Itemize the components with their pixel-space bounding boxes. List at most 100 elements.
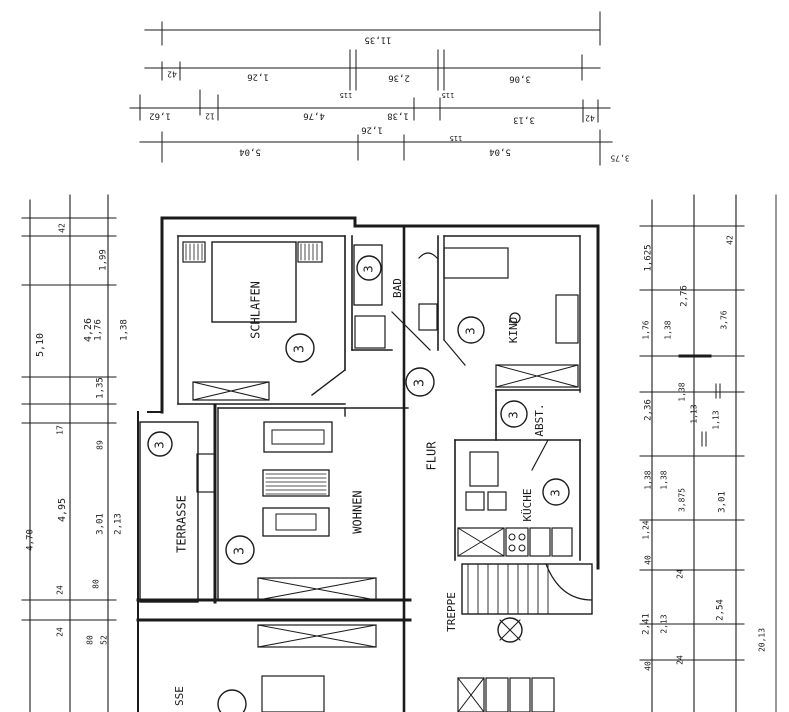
dim-label-right: 1,13 bbox=[690, 404, 699, 423]
room-marker-abst: 3 bbox=[507, 411, 521, 418]
burner bbox=[518, 533, 526, 541]
room-marker-kueche: 3 bbox=[549, 489, 563, 496]
dim-label-top: 1,62 bbox=[149, 111, 171, 121]
dim-label-top: 3,13 bbox=[513, 115, 535, 125]
room-marker-abst-circle bbox=[500, 400, 528, 428]
terrasse-frame bbox=[139, 421, 199, 603]
table-inner bbox=[275, 513, 317, 531]
dim-label-left: 4,95 bbox=[57, 498, 68, 522]
lower-sink bbox=[457, 677, 485, 712]
bathtub bbox=[353, 244, 383, 306]
sofa bbox=[262, 469, 330, 497]
room-label-wohnen: WOHNEN bbox=[351, 490, 365, 533]
dim-label-left: 17 bbox=[56, 425, 65, 435]
window-frame bbox=[257, 577, 377, 601]
sink bbox=[418, 252, 438, 259]
dim-label-top: 4,76 bbox=[303, 111, 325, 121]
dim-label-left: 1,76 bbox=[94, 319, 104, 341]
dim-label-right: 1,625 bbox=[644, 244, 654, 271]
dim-label-top: 3,06 bbox=[509, 74, 531, 84]
room-marker-kind-circle bbox=[457, 316, 485, 344]
bed-pillow-right bbox=[297, 241, 323, 263]
room-label-terrasse: TERRASSE bbox=[175, 495, 189, 553]
dim-label-right: 2,76 bbox=[680, 285, 690, 307]
room-label-kueche: KÜCHE bbox=[521, 488, 534, 521]
dim-label-right: 3,875 bbox=[678, 488, 687, 512]
dim-label-right: 20,13 bbox=[758, 628, 767, 652]
dim-label-right: 40 bbox=[644, 661, 653, 671]
room-marker-flur: 3 bbox=[413, 379, 428, 387]
window-frame bbox=[495, 364, 579, 388]
dim-label-left: 4,70 bbox=[26, 529, 36, 551]
door-swing bbox=[391, 311, 431, 351]
dim-label-right: 24 bbox=[676, 569, 685, 579]
room-label-terrasse-lower: SSE bbox=[173, 686, 186, 706]
terrasse-door bbox=[196, 453, 216, 493]
room-marker-wohnen-circle bbox=[225, 535, 255, 565]
dim-label-top: 42 bbox=[585, 114, 595, 123]
dim-label-right: 2,54 bbox=[716, 599, 726, 621]
window-frame bbox=[192, 381, 270, 401]
kid-desk bbox=[555, 294, 579, 344]
room-label-kind: KIND bbox=[507, 317, 520, 344]
door-swing bbox=[443, 339, 466, 366]
kitchen-box bbox=[465, 491, 485, 511]
dim-label-top: 2,36 bbox=[388, 73, 410, 83]
window-cross bbox=[257, 577, 377, 601]
dim-label-left: 80 bbox=[86, 635, 95, 645]
room-marker-kind: 3 bbox=[464, 327, 478, 334]
dim-label-left: 2,13 bbox=[114, 513, 124, 535]
dim-label-top: 1,26 bbox=[247, 72, 269, 82]
dim-label-right: 2,13 bbox=[660, 614, 669, 633]
room-label-bad: BAD bbox=[391, 278, 404, 298]
room-marker-schlafen-circle bbox=[285, 333, 315, 363]
dim-label-right: 2,36 bbox=[644, 399, 654, 421]
dim-label-top: 5,04 bbox=[239, 147, 261, 157]
room-marker-kueche-circle bbox=[542, 478, 570, 506]
dim-label-left: 24 bbox=[56, 627, 65, 637]
dim-label-left: 3,01 bbox=[96, 513, 106, 535]
dim-label-top: 115 bbox=[340, 91, 353, 99]
counter bbox=[551, 527, 573, 557]
dim-label-right: 1,38 bbox=[664, 320, 673, 339]
dim-label-top: 11,35 bbox=[364, 35, 391, 45]
dim-label-right: 42 bbox=[726, 235, 735, 245]
dim-label-top: 3,75 bbox=[610, 154, 629, 163]
room-label-flur: FLUR bbox=[425, 441, 439, 471]
dim-label-top: 42 bbox=[167, 70, 177, 79]
door-swing bbox=[311, 369, 346, 396]
window-cross bbox=[257, 624, 377, 648]
lower-fridge bbox=[509, 677, 531, 712]
kitchen-sink bbox=[457, 527, 505, 557]
dim-label-left: 89 bbox=[96, 440, 105, 450]
table bbox=[262, 507, 330, 537]
dim-label-right: 3,76 bbox=[720, 310, 729, 329]
room-marker-schlafen: 3 bbox=[293, 345, 308, 353]
toilet bbox=[418, 303, 438, 331]
bed-outline bbox=[211, 241, 297, 323]
room-marker-flur-circle bbox=[405, 367, 435, 397]
dim-label-right: 1,38 bbox=[678, 382, 687, 401]
room-label-treppe: TREPPE bbox=[445, 592, 458, 632]
kid-bed bbox=[443, 247, 509, 279]
stair-symbol-line bbox=[499, 619, 521, 641]
stair-symbol bbox=[497, 617, 523, 643]
cabinet-inner bbox=[271, 429, 325, 445]
dim-label-left: 1,38 bbox=[120, 319, 130, 341]
dim-label-right: 1,38 bbox=[660, 470, 669, 489]
burner bbox=[508, 533, 516, 541]
sink-cross bbox=[457, 677, 485, 712]
cabinet bbox=[263, 421, 333, 453]
dim-label-top: 1,38 bbox=[387, 111, 409, 121]
room-marker-bad: 3 bbox=[362, 265, 376, 272]
dim-label-top: 12 bbox=[205, 112, 215, 121]
window-cross bbox=[192, 381, 270, 401]
dim-label-left: 80 bbox=[92, 579, 101, 589]
stair-curve bbox=[545, 563, 593, 601]
dim-label-left: 1,35 bbox=[96, 377, 106, 399]
room-label-abst: ABST. bbox=[533, 403, 546, 436]
lower-cabinet bbox=[261, 675, 325, 712]
dim-label-left: 42 bbox=[58, 223, 67, 233]
stove bbox=[505, 527, 529, 557]
